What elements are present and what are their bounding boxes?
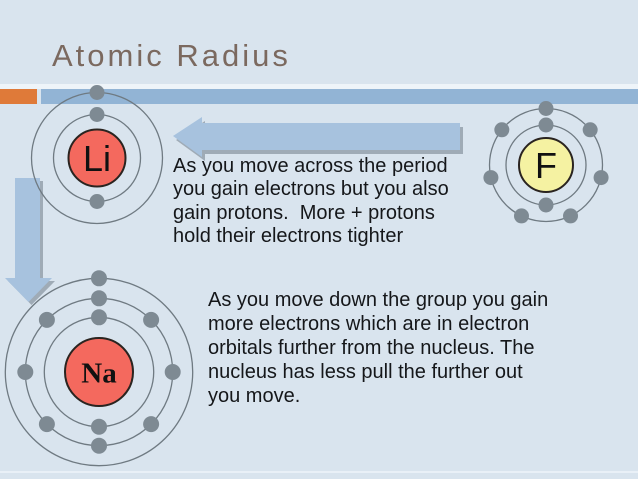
paragraph-down-group: As you move down the group you gain more… [208, 289, 549, 407]
atom-diagram-na: Na [4, 270, 194, 467]
page-title: Atomic Radius [52, 38, 291, 73]
title-divider-line [0, 84, 638, 89]
atom-diagram-li: Li [30, 85, 164, 225]
left-arrow-icon [173, 117, 460, 157]
accent-bar-orange [0, 89, 37, 104]
atom-symbol-label: Na [81, 357, 117, 389]
accent-bar-blue [41, 89, 638, 104]
atom-symbol-label: Li [83, 138, 111, 179]
atom-symbol-label: F [535, 145, 557, 186]
atom-diagram-f: F [483, 101, 609, 224]
footer-divider-line [0, 471, 638, 473]
down-arrow-icon [5, 178, 52, 302]
paragraph-across-period: As you move across the period you gain e… [173, 155, 449, 248]
